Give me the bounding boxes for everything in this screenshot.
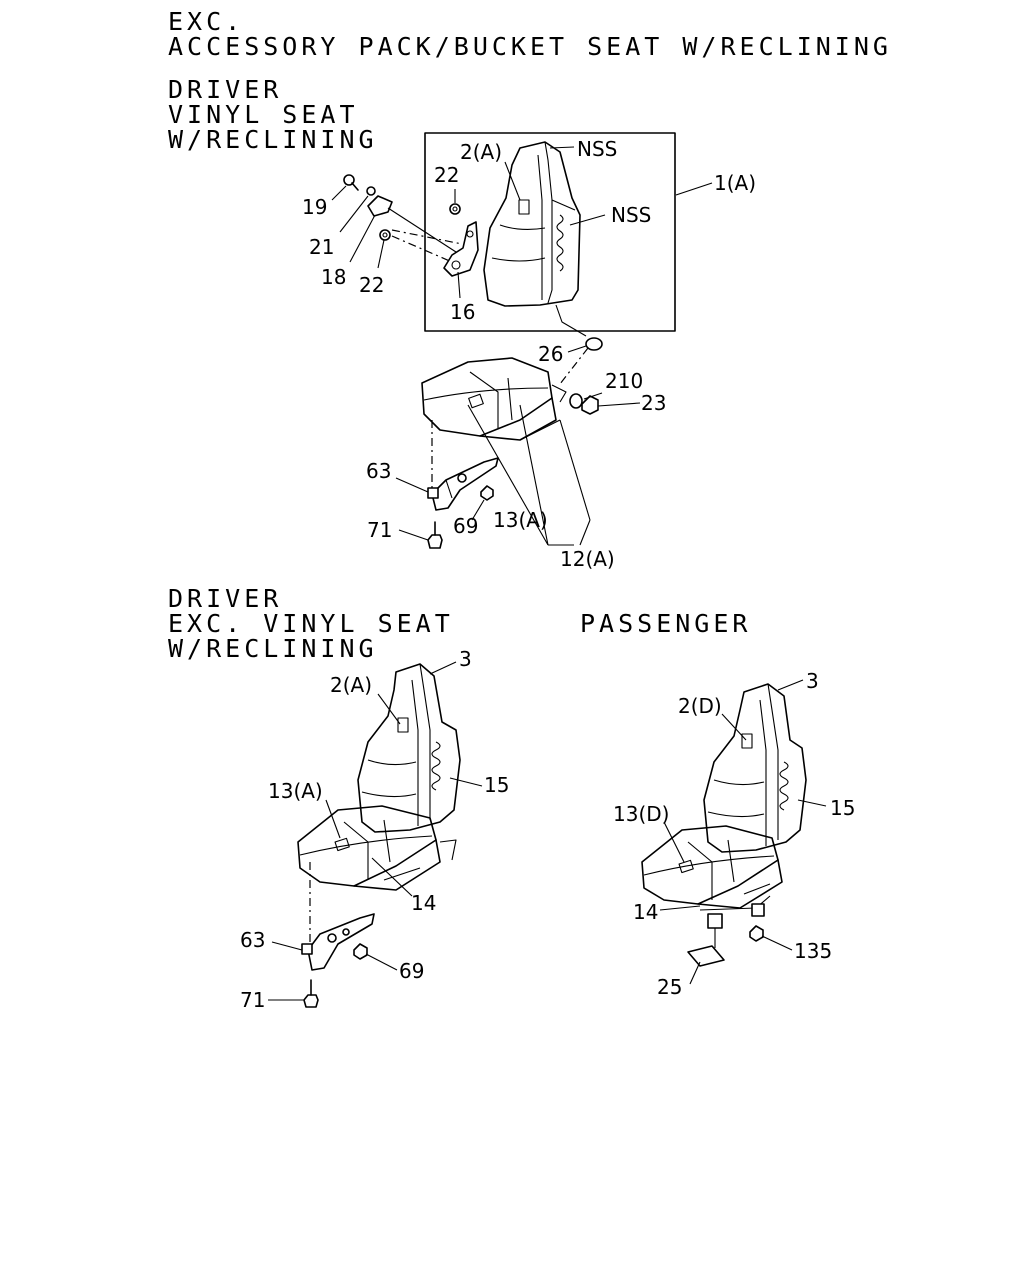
callout-25-passenger: 25 [657, 975, 682, 999]
callouts-top: 1(A) 2(A) NSS NSS 22 22 19 21 18 16 26 2… [302, 137, 756, 571]
callout-14-driver: 14 [411, 891, 436, 915]
heading-driver-vinyl-line1: DRIVER [168, 75, 282, 104]
callout-nss-lower: NSS [611, 203, 651, 227]
nut-22-upper [449, 203, 461, 215]
callouts-passenger: 3 2(D) 13(D) 15 14 135 25 [613, 669, 855, 999]
passenger-seat-cushion [641, 825, 783, 911]
callout-26: 26 [538, 342, 563, 366]
callout-13a-top: 13(A) [493, 508, 548, 532]
recliner-bracket [443, 221, 479, 277]
leaders-driver [268, 661, 483, 1001]
seatback-label-patch [518, 199, 530, 215]
callout-63-driver: 63 [240, 928, 265, 952]
callout-3-passenger: 3 [806, 669, 819, 693]
callout-71-top: 71 [367, 518, 392, 542]
nut-69-top [480, 485, 494, 501]
callout-23: 23 [641, 391, 666, 415]
driver-nut-69 [353, 943, 368, 960]
heading-driver-vinyl: DRIVER VINYL SEAT W/RECLINING [168, 75, 378, 154]
leaders-passenger [659, 679, 827, 985]
leaders-top [331, 146, 713, 546]
heading-driver-exc-line1: DRIVER [168, 584, 282, 613]
washer-21 [366, 186, 376, 196]
callout-nss-upper: NSS [577, 137, 617, 161]
callout-22-upper: 22 [434, 163, 459, 187]
recliner-lever [367, 195, 457, 253]
callout-69-top: 69 [453, 514, 478, 538]
heading-passenger: PASSENGER [580, 609, 751, 638]
passenger-seatback [703, 683, 807, 853]
driver-seat-rail-bracket [301, 913, 375, 971]
driver-bracket-block-63 [301, 943, 313, 955]
callout-210: 210 [605, 369, 643, 393]
passenger-base-foot [707, 913, 723, 929]
callout-12a: 12(A) [560, 547, 615, 571]
bracket-block-63 [427, 487, 439, 499]
callout-21: 21 [309, 235, 334, 259]
recliner-cable [555, 304, 587, 337]
heading-driver-exc-line3: W/RECLINING [168, 634, 378, 663]
callout-63-top: 63 [366, 459, 391, 483]
washer-210 [569, 393, 583, 409]
driver-seat-cushion [297, 805, 457, 891]
callout-22-lower: 22 [359, 273, 384, 297]
bolt-71-top [427, 521, 443, 549]
passenger-nut-135 [749, 925, 764, 942]
callout-16: 16 [450, 300, 475, 324]
heading-driver-vinyl-line3: W/RECLINING [168, 125, 378, 154]
callout-135-passenger: 135 [794, 939, 832, 963]
callout-15-driver: 15 [484, 773, 509, 797]
heading-exc-line2: ACCESSORY PACK/BUCKET SEAT W/RECLINING [168, 32, 892, 61]
heading-driver-vinyl-line2: VINYL SEAT [168, 100, 359, 129]
heading-exc: EXC. ACCESSORY PACK/BUCKET SEAT W/RECLIN… [168, 7, 892, 61]
assembly-line-lower [391, 235, 453, 263]
callout-13a-driver: 13(A) [268, 779, 323, 803]
callout-15-passenger: 15 [830, 796, 855, 820]
passenger-seat-assembly [641, 679, 827, 985]
callout-2a-top: 2(A) [460, 140, 502, 164]
nut-23 [581, 395, 599, 415]
bolt-19 [343, 174, 359, 191]
assembly-line-upper [391, 229, 463, 245]
driver-seatback [357, 663, 461, 833]
assembly-line-26 [559, 347, 589, 385]
callout-19: 19 [302, 195, 327, 219]
callout-14-passenger: 14 [633, 900, 658, 924]
callout-2d-passenger: 2(D) [678, 694, 722, 718]
heading-driver-exc-vinyl: DRIVER EXC. VINYL SEAT W/RECLINING [168, 584, 454, 663]
spacer-26 [585, 337, 603, 351]
heading-driver-exc-line2: EXC. VINYL SEAT [168, 609, 454, 638]
driver-seat-assembly [268, 661, 483, 1008]
nut-22-lower [379, 229, 391, 241]
callout-2a-driver: 2(A) [330, 673, 372, 697]
callout-1a: 1(A) [714, 171, 756, 195]
seatback-top [483, 141, 581, 307]
callouts-driver: 3 2(A) 13(A) 15 14 63 69 71 [240, 647, 509, 1012]
driver-bolt-71 [303, 979, 319, 1008]
callout-3-driver: 3 [459, 647, 472, 671]
callout-69-driver: 69 [399, 959, 424, 983]
seat-rail-bracket [427, 457, 499, 511]
callout-18: 18 [321, 265, 346, 289]
heading-exc-line1: EXC. [168, 7, 244, 36]
passenger-plate-25 [687, 945, 725, 967]
passenger-seat-base [707, 903, 765, 929]
top-assembly [331, 132, 713, 549]
callout-71-driver: 71 [240, 988, 265, 1012]
callout-13d-passenger: 13(D) [613, 802, 669, 826]
